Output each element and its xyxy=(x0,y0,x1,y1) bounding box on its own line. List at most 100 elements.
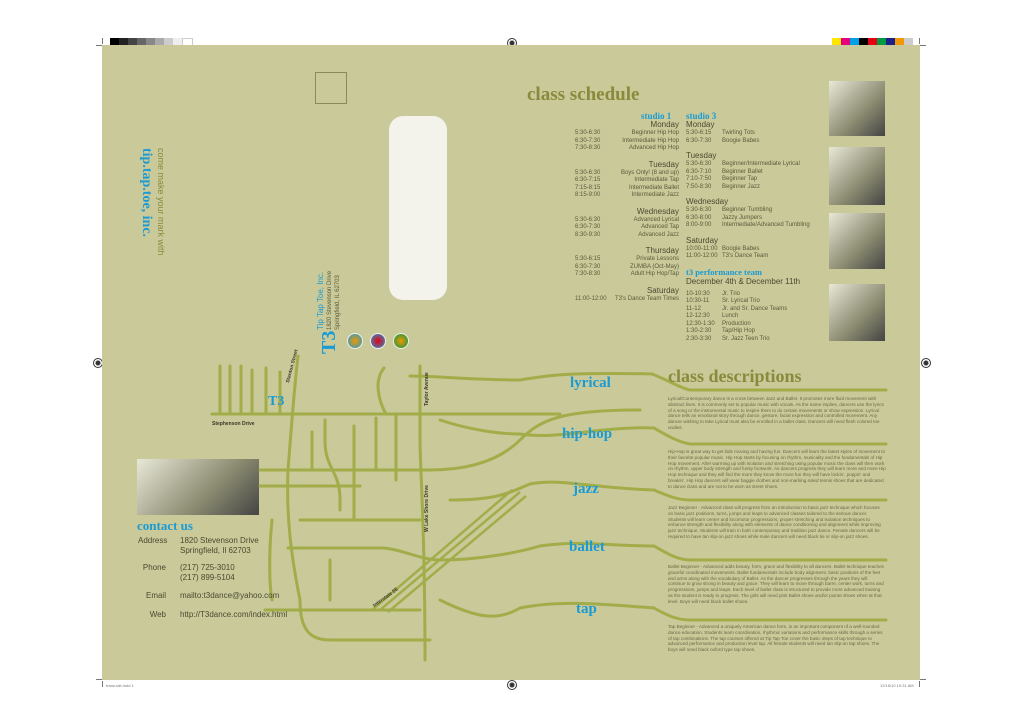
schedule-class: Advanced Jazz xyxy=(638,231,679,238)
schedule-time: 5:30-6:30 xyxy=(575,130,601,136)
schedule-class: Sr. Lyrical Trio xyxy=(722,298,760,304)
email-link[interactable]: mailto:t3dance@yahoo.com xyxy=(180,591,280,600)
schedule-time: 5:30-6:30 xyxy=(575,169,601,176)
schedule-class: Advanced Tap xyxy=(641,224,679,230)
schedule-day: Thursday xyxy=(645,246,679,255)
crop-mark xyxy=(96,45,102,46)
dancer-logo-icon xyxy=(393,333,409,349)
contact-key: Phone xyxy=(142,563,166,572)
schedule-time: 6:30-7:30 xyxy=(686,137,712,144)
schedule-day: Monday xyxy=(686,120,715,129)
team-heading: t3 performance team xyxy=(686,266,762,277)
stamp-box xyxy=(315,72,347,104)
phone-number: (217) 899-5104 xyxy=(180,573,235,582)
schedule-day: Monday xyxy=(650,120,679,129)
footer-date: 12/16/10 10:31 AM xyxy=(880,683,914,688)
road-label: Taylor Avenue xyxy=(424,372,430,406)
schedule-time: 7:50-8:30 xyxy=(686,183,712,190)
schedule-class: Beginner Jazz xyxy=(722,183,761,190)
descriptions-title: class descriptions xyxy=(668,366,802,386)
dance-photo xyxy=(829,213,885,269)
envelope-window xyxy=(389,116,447,300)
schedule-class: Jazzy Jumpers xyxy=(722,214,763,221)
web-link[interactable]: http://T3dance.com/index.html xyxy=(180,610,288,619)
schedule-time: 7:30-8:30 xyxy=(575,271,601,277)
schedule-time: 10-10:30 xyxy=(686,290,710,297)
desc-jazz: Jazz Beginner - Advanced class will prog… xyxy=(668,505,881,539)
schedule-time: 10:30-11 xyxy=(686,298,710,304)
class-label-tap: tap xyxy=(576,601,597,617)
map-logo-t3: T3 xyxy=(268,394,285,409)
contact-key: Email xyxy=(145,591,166,600)
schedule-time: 5:30-6:15 xyxy=(686,130,712,136)
schedule-time: 6:30-7:30 xyxy=(575,137,601,144)
schedule-time: 7:30-8:30 xyxy=(575,145,601,151)
schedule-class: Intermediate Ballet xyxy=(628,184,679,191)
schedule-time: 11:00-12:00 xyxy=(575,295,607,302)
grayscale-bar xyxy=(110,38,193,48)
schedule-class: Boogie Babes xyxy=(722,137,760,144)
desc-lyrical: Lyrical/Contemporary dance is a cross be… xyxy=(668,396,884,430)
contact-title: contact us xyxy=(137,518,193,533)
phone-number: (217) 725-3010 xyxy=(180,563,235,572)
class-label-jazz: jazz xyxy=(573,481,599,497)
dance-photo xyxy=(829,81,885,136)
team-dates: December 4th & December 11th xyxy=(686,276,801,286)
schedule-class: Lunch xyxy=(722,313,739,319)
dance-photo xyxy=(829,284,885,341)
footer-file: trans-tab.indd 1 xyxy=(106,683,134,688)
schedule-time: 7:15-8:15 xyxy=(575,184,601,191)
schedule-class: Intermediate Jazz xyxy=(631,192,679,198)
schedule-time: 6:30-7:30 xyxy=(575,224,601,230)
schedule-day: Wednesday xyxy=(636,206,679,216)
studio1-heading: studio 1 xyxy=(641,111,672,121)
schedule-time: 6:30-7:15 xyxy=(575,177,601,183)
contact-key: Address xyxy=(138,536,168,545)
schedule-row: 6:30-7:30 Advanced Tap xyxy=(560,224,679,232)
schedule-class: T3's Dance Team Times xyxy=(614,295,679,302)
schedule-time: 5:30-6:15 xyxy=(575,256,601,262)
class-label-lyrical: lyrical xyxy=(570,375,611,391)
schedule-row: 6:30-7:30 Boogie Babes xyxy=(686,138,826,146)
crop-mark xyxy=(920,45,926,46)
schedule-day: Saturday xyxy=(646,285,679,295)
schedule-day: Wednesday xyxy=(686,197,729,206)
schedule-time: 6:30-7:10 xyxy=(686,168,712,175)
schedule-time: 2:30-3:30 xyxy=(686,335,712,342)
schedule-time: 8:00-9:00 xyxy=(686,222,712,228)
schedule-time: 7:10-7:50 xyxy=(686,176,712,182)
schedule-class: Boys Only! (8 and up) xyxy=(620,169,679,176)
schedule-time: 5:30-6:30 xyxy=(686,161,712,167)
road-label: W Lake Shore Drive xyxy=(424,485,430,532)
schedule-class: T3's Dance Team xyxy=(722,253,769,259)
schedule-class: Twirling Tots xyxy=(722,130,755,136)
schedule-time: 10:00-11:00 xyxy=(686,245,718,252)
crop-mark xyxy=(96,679,102,680)
schedule-time: 5:30-6:30 xyxy=(575,216,601,223)
schedule-title: class schedule xyxy=(527,84,640,105)
crop-mark xyxy=(102,681,103,687)
schedule-day: Saturday xyxy=(686,235,719,245)
schedule-day: Tuesday xyxy=(686,151,717,160)
